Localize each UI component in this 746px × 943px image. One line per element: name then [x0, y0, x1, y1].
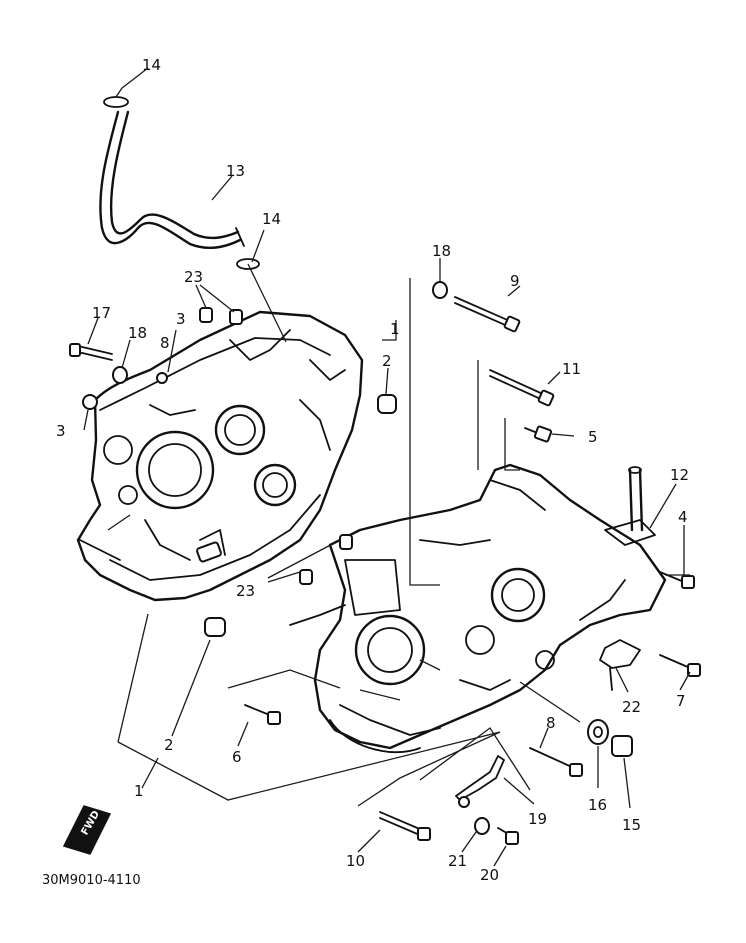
washer-18-right	[432, 281, 448, 299]
dowel-2-lower	[204, 617, 226, 637]
callout-15: 15	[622, 816, 641, 834]
callout-14-upper: 14	[142, 56, 161, 74]
diagram-code: 30M9010-4110	[42, 873, 141, 888]
callout-19: 19	[528, 810, 547, 828]
left-crankcase	[76, 310, 364, 602]
callout-3-left: 3	[56, 422, 66, 440]
right-crankcase	[289, 463, 667, 754]
callout-16: 16	[588, 796, 607, 814]
bolt-7	[659, 654, 701, 677]
callout-12: 12	[670, 466, 689, 484]
hose-clip-lower	[236, 258, 260, 270]
stud-11	[489, 369, 555, 407]
callout-8-right: 8	[546, 714, 556, 732]
callout-1-lower: 1	[134, 782, 144, 800]
washer-16	[587, 719, 609, 745]
callout-11: 11	[562, 360, 581, 378]
callout-23-middle: 23	[236, 582, 255, 600]
leader-lines	[83, 67, 691, 867]
washer-18-left	[112, 366, 128, 384]
callout-labels: 14 13 14 23 17 18 3 8 1 2 3 18 9 11 5 12…	[56, 56, 689, 884]
breather-pipe	[604, 466, 656, 546]
callout-7: 7	[676, 692, 686, 710]
washer-21	[474, 817, 490, 835]
bolt-20	[497, 827, 519, 845]
callout-21: 21	[448, 852, 467, 870]
callout-14-lower: 14	[262, 210, 281, 228]
callout-22: 22	[622, 698, 641, 716]
bolt-5	[524, 425, 553, 443]
dowel-2-upper	[377, 394, 397, 414]
callout-9: 9	[510, 272, 520, 290]
bolt-8	[529, 747, 583, 777]
callout-13: 13	[226, 162, 245, 180]
drain-plug-15	[611, 735, 633, 757]
callout-8-left: 8	[160, 334, 170, 352]
plate-19	[455, 755, 505, 808]
callout-18-right: 18	[432, 242, 451, 260]
callout-10: 10	[346, 852, 365, 870]
callout-6: 6	[232, 748, 242, 766]
callout-20: 20	[480, 866, 499, 884]
dowel-3-left	[82, 372, 168, 410]
callout-18-left: 18	[128, 324, 147, 342]
callout-1-upper: 1	[390, 320, 400, 338]
callout-2-lower: 2	[164, 736, 174, 754]
bolt-10	[379, 811, 431, 841]
bracket-22	[599, 639, 641, 691]
callout-17: 17	[92, 304, 111, 322]
callout-5: 5	[588, 428, 598, 446]
breather-hose	[99, 110, 245, 250]
callout-23-upper: 23	[184, 268, 203, 286]
fwd-badge: FWD	[62, 805, 112, 855]
dowel-23-middle	[299, 534, 353, 585]
bolt-4	[659, 571, 695, 589]
hose-clip-upper	[103, 87, 129, 108]
dowel-23-upper	[199, 307, 243, 325]
callout-4: 4	[678, 508, 688, 526]
callout-3-upper: 3	[176, 310, 186, 328]
callout-2-upper: 2	[382, 352, 392, 370]
bolt-9	[454, 296, 521, 333]
bolt-17	[69, 343, 113, 361]
bolt-6	[244, 704, 281, 725]
